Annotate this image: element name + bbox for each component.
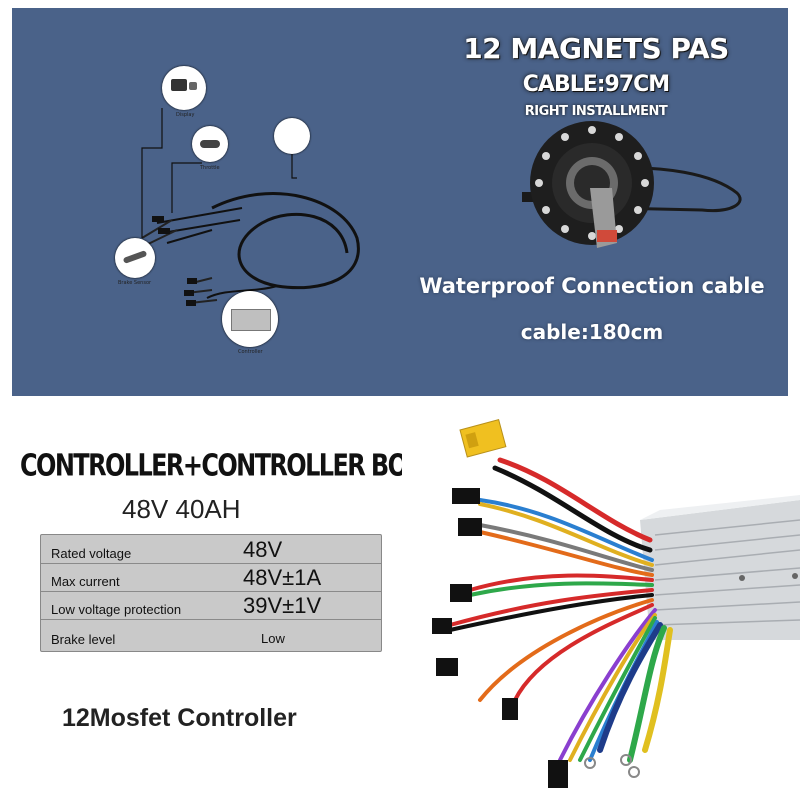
throttle-thumbnail (192, 126, 228, 162)
spec-label: Brake level (51, 632, 116, 647)
connectors (432, 419, 640, 788)
waterproof-label: Waterproof Connection cable (419, 274, 765, 298)
spec-value: Low (261, 631, 285, 646)
table-row: Max current 48V±1A (41, 563, 381, 592)
pas-title: 12 MAGNETS PAS (463, 32, 729, 65)
brake-sensor-caption: Brake Sensor (118, 280, 152, 286)
controller-title: CONTROLLER+CONTROLLER BOX (20, 448, 402, 483)
controller-box (640, 495, 800, 640)
display-thumbnail (162, 66, 206, 110)
spec-heading: 48V 40AH (122, 494, 241, 524)
pas-thumbnail (274, 118, 310, 154)
throttle-caption: Throttle (200, 165, 220, 171)
cable-180-label: cable:180cm (520, 320, 664, 344)
controller-product-panel (0, 400, 800, 800)
spec-value: 48V (243, 537, 283, 562)
installment-label: RIGHT INSTALLMENT (524, 104, 668, 119)
display-caption: Display (176, 112, 195, 118)
table-row: Low voltage protection 39V±1V (41, 591, 381, 620)
pas-product-panel: 12 MAGNETS PAS CABLE:97CM RIGHT INSTALLM… (12, 8, 788, 396)
mosfet-controller-label: 12Mosfet Controller (62, 704, 297, 732)
table-row: Rated voltage 48V (41, 535, 381, 564)
spec-value: 39V±1V (243, 593, 322, 618)
spec-label: Max current (51, 574, 120, 589)
brake-sensor-thumbnail (115, 238, 155, 278)
pas-sensor-disc (522, 121, 742, 248)
spec-label: Low voltage protection (51, 602, 182, 617)
spec-value: 48V±1A (243, 565, 322, 590)
wiring-harness-diagram (141, 108, 742, 306)
spec-table: Rated voltage 48V Max current 48V±1A Low… (40, 534, 382, 652)
controller-thumbnail (222, 291, 278, 347)
cable-length-label: CABLE:97CM (522, 72, 670, 97)
controller-image (432, 419, 800, 788)
controller-caption: Controller (238, 349, 263, 355)
table-row: Brake level Low (41, 621, 381, 649)
spec-label: Rated voltage (51, 546, 132, 561)
